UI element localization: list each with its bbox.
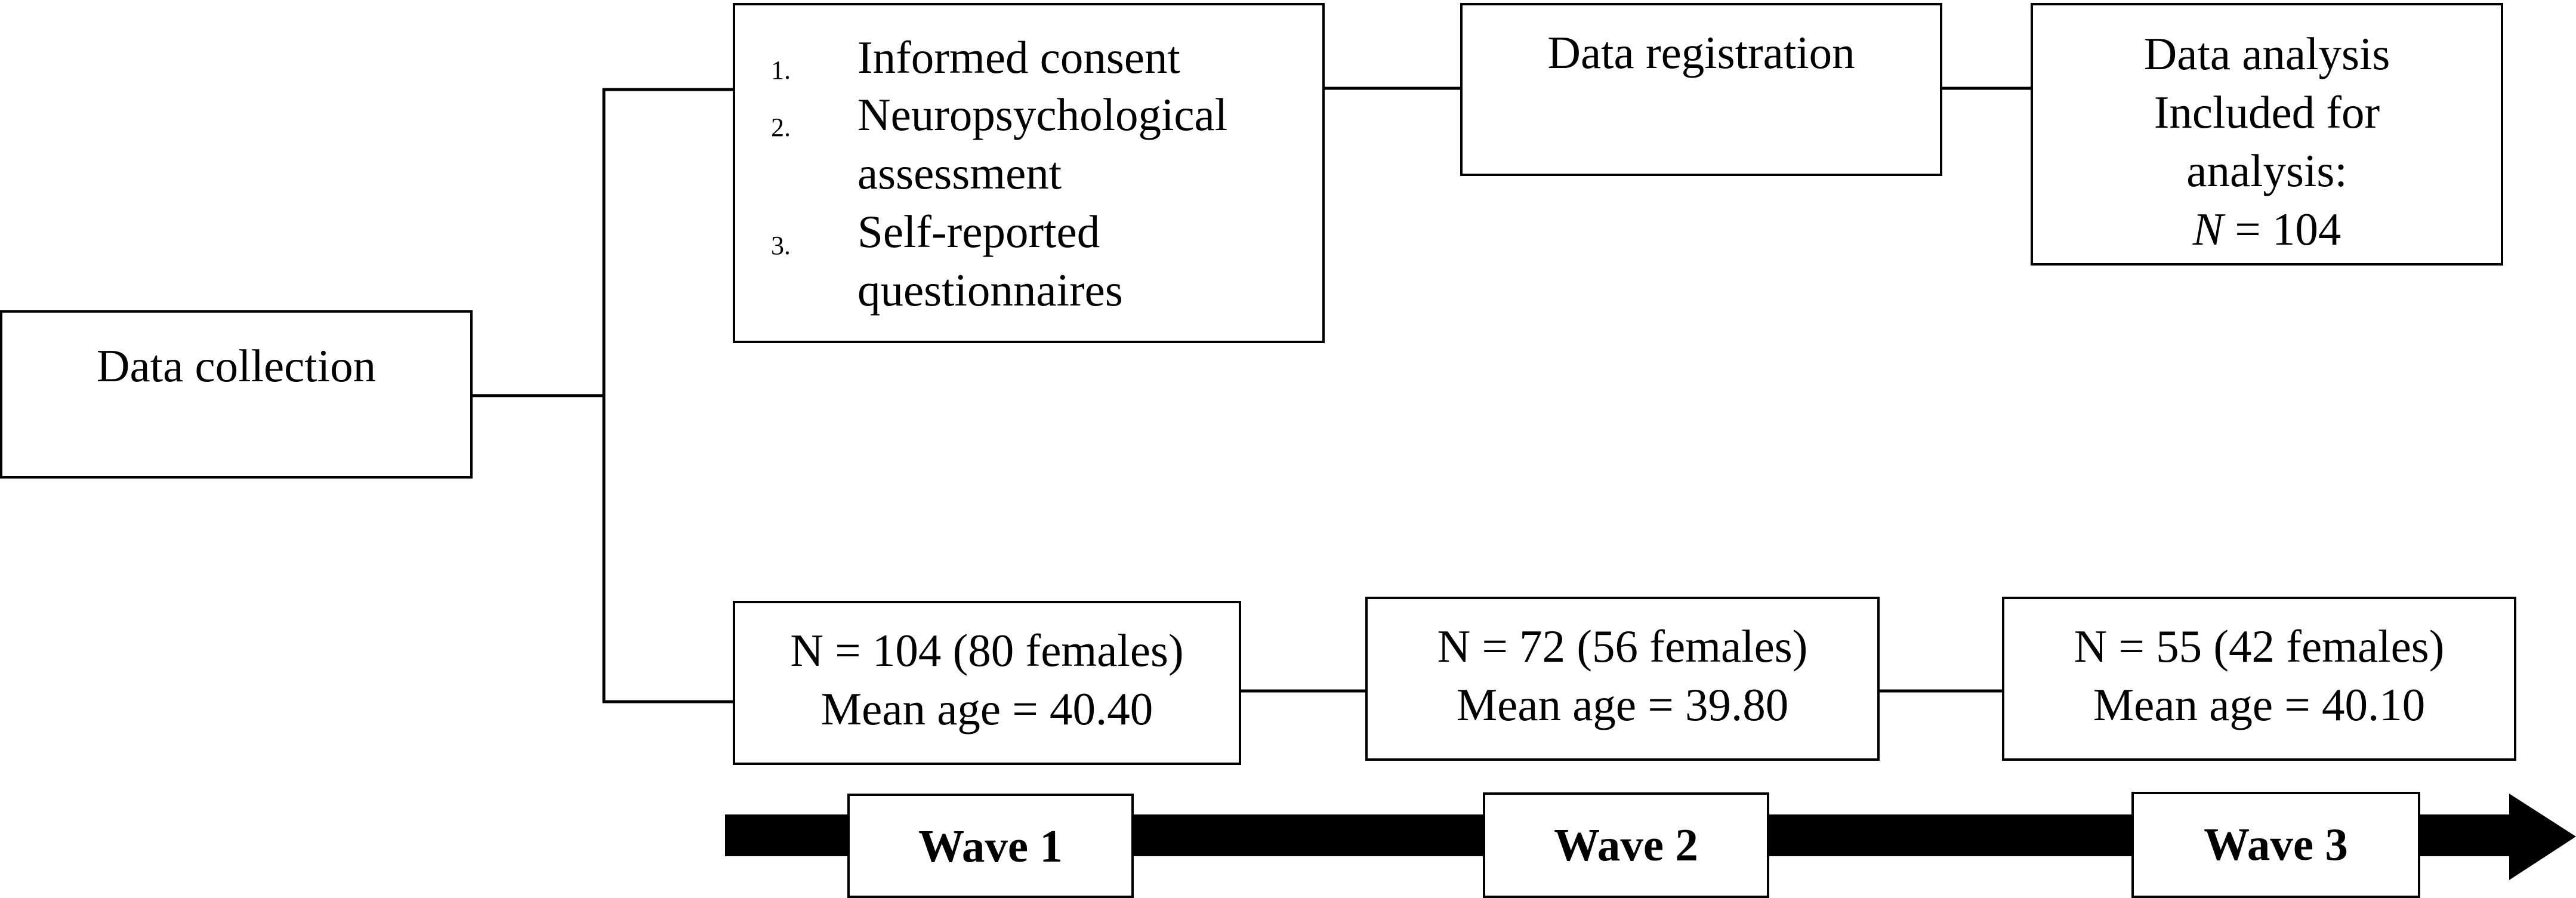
wave2-label-box: Wave 2: [1483, 792, 1769, 898]
wave1-label-box: Wave 1: [847, 794, 1134, 898]
collection-steps-box: 1. Informed consent 2. Neuropsychologica…: [733, 3, 1325, 343]
wave1-sample-box: N = 104 (80 females) Mean age = 40.40: [733, 601, 1241, 765]
wave3-label: Wave 3: [2204, 819, 2348, 870]
wave2-sample-size: N = 72 (56 females): [1437, 621, 1808, 672]
step-text-2-line2: assessment: [857, 147, 1062, 199]
step-text-1: Informed consent: [857, 32, 1180, 83]
data-collection-label: Data collection: [96, 340, 377, 391]
wave1-sample-size: N = 104 (80 females): [790, 625, 1184, 676]
n-symbol: N: [2192, 203, 2223, 255]
n-value: = 104: [2235, 203, 2341, 255]
data-collection-box: Data collection: [0, 310, 473, 479]
wave1-label: Wave 1: [918, 820, 1063, 872]
data-analysis-line2: Included for: [2154, 87, 2380, 138]
wave2-mean-age: Mean age = 39.80: [1456, 679, 1789, 730]
step-number-1: 1.: [771, 55, 791, 85]
data-analysis-sample-size: N = 104: [2033, 200, 2501, 258]
wave3-label-box: Wave 3: [2131, 792, 2420, 898]
wave3-mean-age: Mean age = 40.10: [2093, 679, 2426, 730]
data-registration-label: Data registration: [1547, 27, 1855, 78]
data-analysis-line3: analysis:: [2186, 145, 2347, 196]
step-number-3: 3.: [771, 231, 791, 260]
data-registration-box: Data registration: [1460, 3, 1942, 176]
step-text-3-line1: Self-reported: [857, 206, 1100, 257]
step-text-2-line1: Neuropsychological: [857, 89, 1228, 140]
wave3-sample-box: N = 55 (42 females) Mean age = 40.10: [2002, 597, 2516, 761]
wave1-mean-age: Mean age = 40.40: [820, 683, 1153, 735]
wave3-sample-size: N = 55 (42 females): [2074, 621, 2445, 672]
step-number-2: 2.: [771, 113, 791, 142]
step-text-3-line2: questionnaires: [857, 264, 1123, 316]
wave2-label: Wave 2: [1554, 819, 1698, 871]
data-analysis-title: Data analysis: [2143, 28, 2390, 79]
data-analysis-box: Data analysis Included for analysis: N =…: [2031, 3, 2503, 266]
wave2-sample-box: N = 72 (56 females) Mean age = 39.80: [1365, 597, 1880, 761]
